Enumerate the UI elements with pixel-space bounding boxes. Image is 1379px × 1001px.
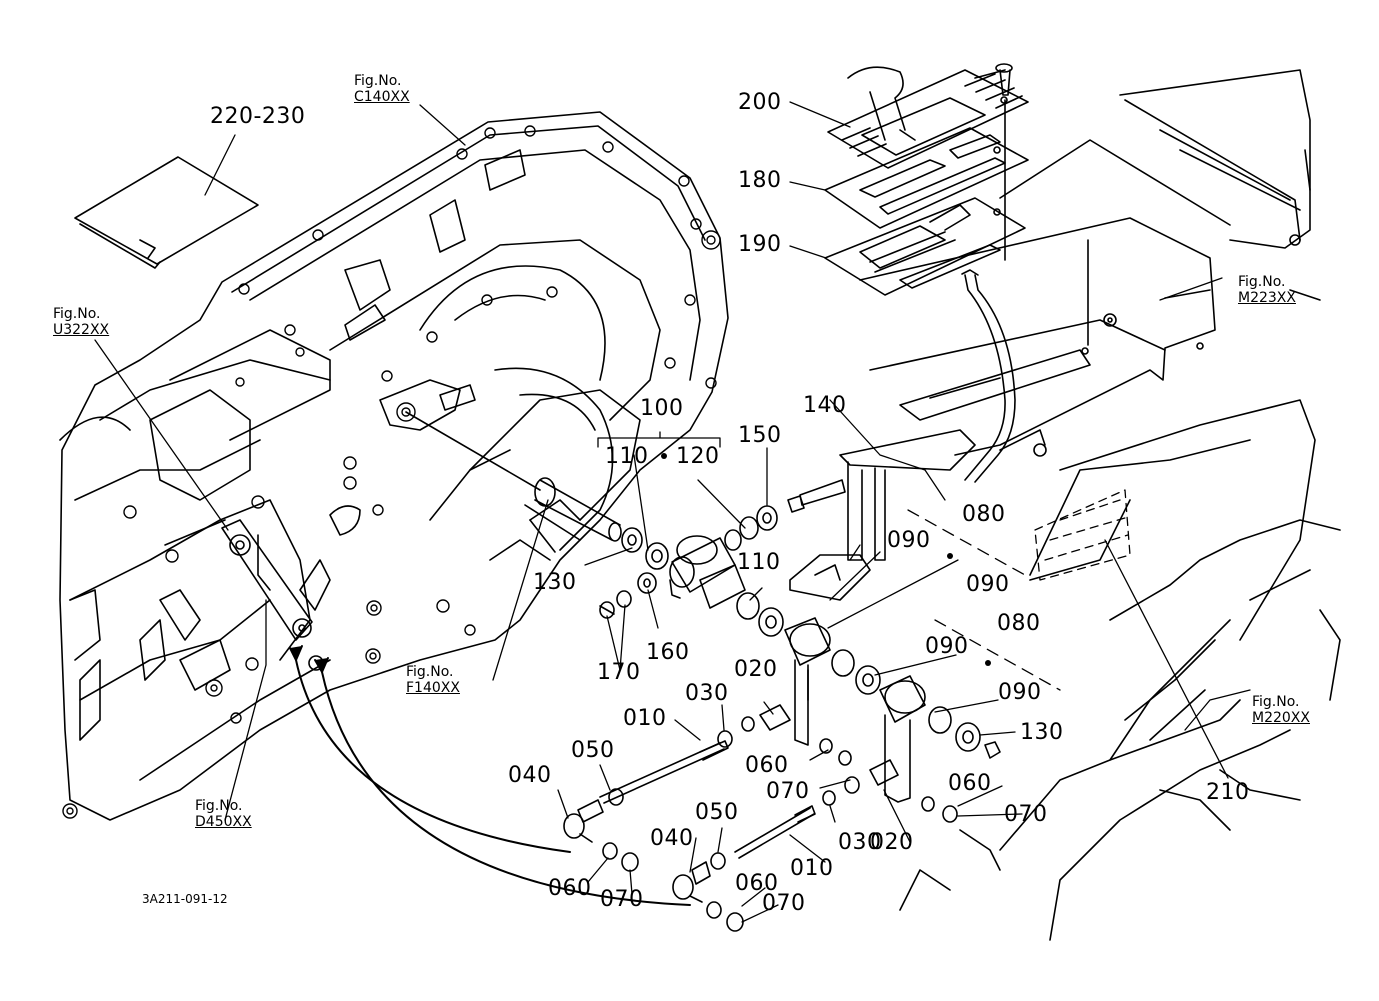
callout-130-left: 130: [533, 570, 577, 595]
fig-ref-f140xx: Fig.No. F140XX: [406, 664, 460, 696]
callout-090-a: 090: [887, 528, 931, 553]
callout-070-b: 070: [600, 887, 644, 912]
callout-180: 180: [738, 168, 782, 193]
rod-010-lower: [672, 805, 816, 932]
callout-070-c: 070: [1004, 802, 1048, 827]
callout-100: 100: [640, 396, 684, 421]
transmission-case: [59, 111, 729, 821]
fig-ref-u322xx: Fig.No. U322XX: [53, 306, 109, 338]
callout-110-upper: 110: [605, 444, 649, 469]
callout-030-upper: 030: [685, 681, 729, 706]
lower-arms-assembly: [741, 617, 1001, 823]
callout-130-right: 130: [1020, 720, 1064, 745]
callout-060-c: 060: [948, 771, 992, 796]
callout-080-upper: 080: [962, 502, 1006, 527]
callout-070-a: 070: [766, 779, 810, 804]
callout-080-lower: 080: [997, 611, 1041, 636]
callout-010-lower: 010: [790, 856, 834, 881]
callout-040-lower: 040: [650, 826, 694, 851]
fig-ref-label: Fig.No.: [406, 664, 454, 680]
shift-lever-140: [787, 269, 1016, 601]
connection-arrows: [289, 645, 691, 906]
fig-ref-m220xx: Fig.No. M220XX: [1252, 694, 1310, 726]
callout-030-lower: 030: [838, 830, 882, 855]
fig-ref-d450xx: Fig.No. D450XX: [195, 798, 252, 830]
fig-ref-label: Fig.No.: [195, 798, 243, 814]
callout-210: 210: [1206, 780, 1250, 805]
callout-170: 170: [597, 660, 641, 685]
shift-knob-boot: [847, 63, 1089, 346]
shift-arm-linkage: [164, 519, 324, 671]
callout-060-b: 060: [548, 876, 592, 901]
callout-160: 160: [646, 640, 690, 665]
part-210-dashed-block: [1034, 489, 1131, 581]
drawing-code: 3A211-091-12: [142, 892, 228, 906]
shift-shaft: [405, 411, 622, 553]
callout-050-lower: 050: [695, 800, 739, 825]
gate-plate-180: [824, 127, 1029, 229]
fig-ref-code: D450XX: [195, 814, 252, 830]
manual-booklet-220-230: [74, 156, 259, 269]
fig-ref-label: Fig.No.: [354, 73, 402, 89]
fig-ref-code: F140XX: [406, 680, 460, 696]
callout-050-upper: 050: [571, 738, 615, 763]
case-bolt-holes: [62, 125, 721, 819]
callout-060-d: 060: [735, 871, 779, 896]
gate-plate-190: [824, 197, 1026, 296]
callout-120: 120: [676, 444, 720, 469]
callout-060-a: 060: [745, 753, 789, 778]
callout-150: 150: [738, 423, 782, 448]
gate-plate-200: [827, 69, 1029, 169]
fork-assembly-100: [599, 505, 784, 637]
callout-090-b: 090: [966, 572, 1010, 597]
fig-ref-code: M220XX: [1252, 710, 1310, 726]
fig-ref-code: C140XX: [354, 89, 410, 105]
callout-140: 140: [803, 393, 847, 418]
callout-090-c: 090: [925, 634, 969, 659]
callout-070-d: 070: [762, 891, 806, 916]
fig-ref-label: Fig.No.: [1252, 694, 1300, 710]
callout-020-lower: 020: [870, 830, 914, 855]
callout-090-d: 090: [998, 680, 1042, 705]
leader-lines: [94, 101, 1251, 923]
callout-110-lower: 110: [737, 550, 781, 575]
callout-040-upper: 040: [508, 763, 552, 788]
fig-ref-m223xx: Fig.No. M223XX: [1238, 274, 1296, 306]
callout-020-upper: 020: [734, 657, 778, 682]
callout-190: 190: [738, 232, 782, 257]
callout-220-230: 220-230: [210, 104, 306, 129]
callout-010-upper: 010: [623, 706, 667, 731]
assembly-dots: [661, 453, 991, 666]
callout-200: 200: [738, 90, 782, 115]
fig-ref-label: Fig.No.: [53, 306, 101, 322]
fig-ref-c140xx: Fig.No. C140XX: [354, 73, 410, 105]
fig-ref-code: U322XX: [53, 322, 110, 338]
fig-ref-code: M223XX: [1238, 290, 1296, 306]
fig-ref-label: Fig.No.: [1238, 274, 1286, 290]
